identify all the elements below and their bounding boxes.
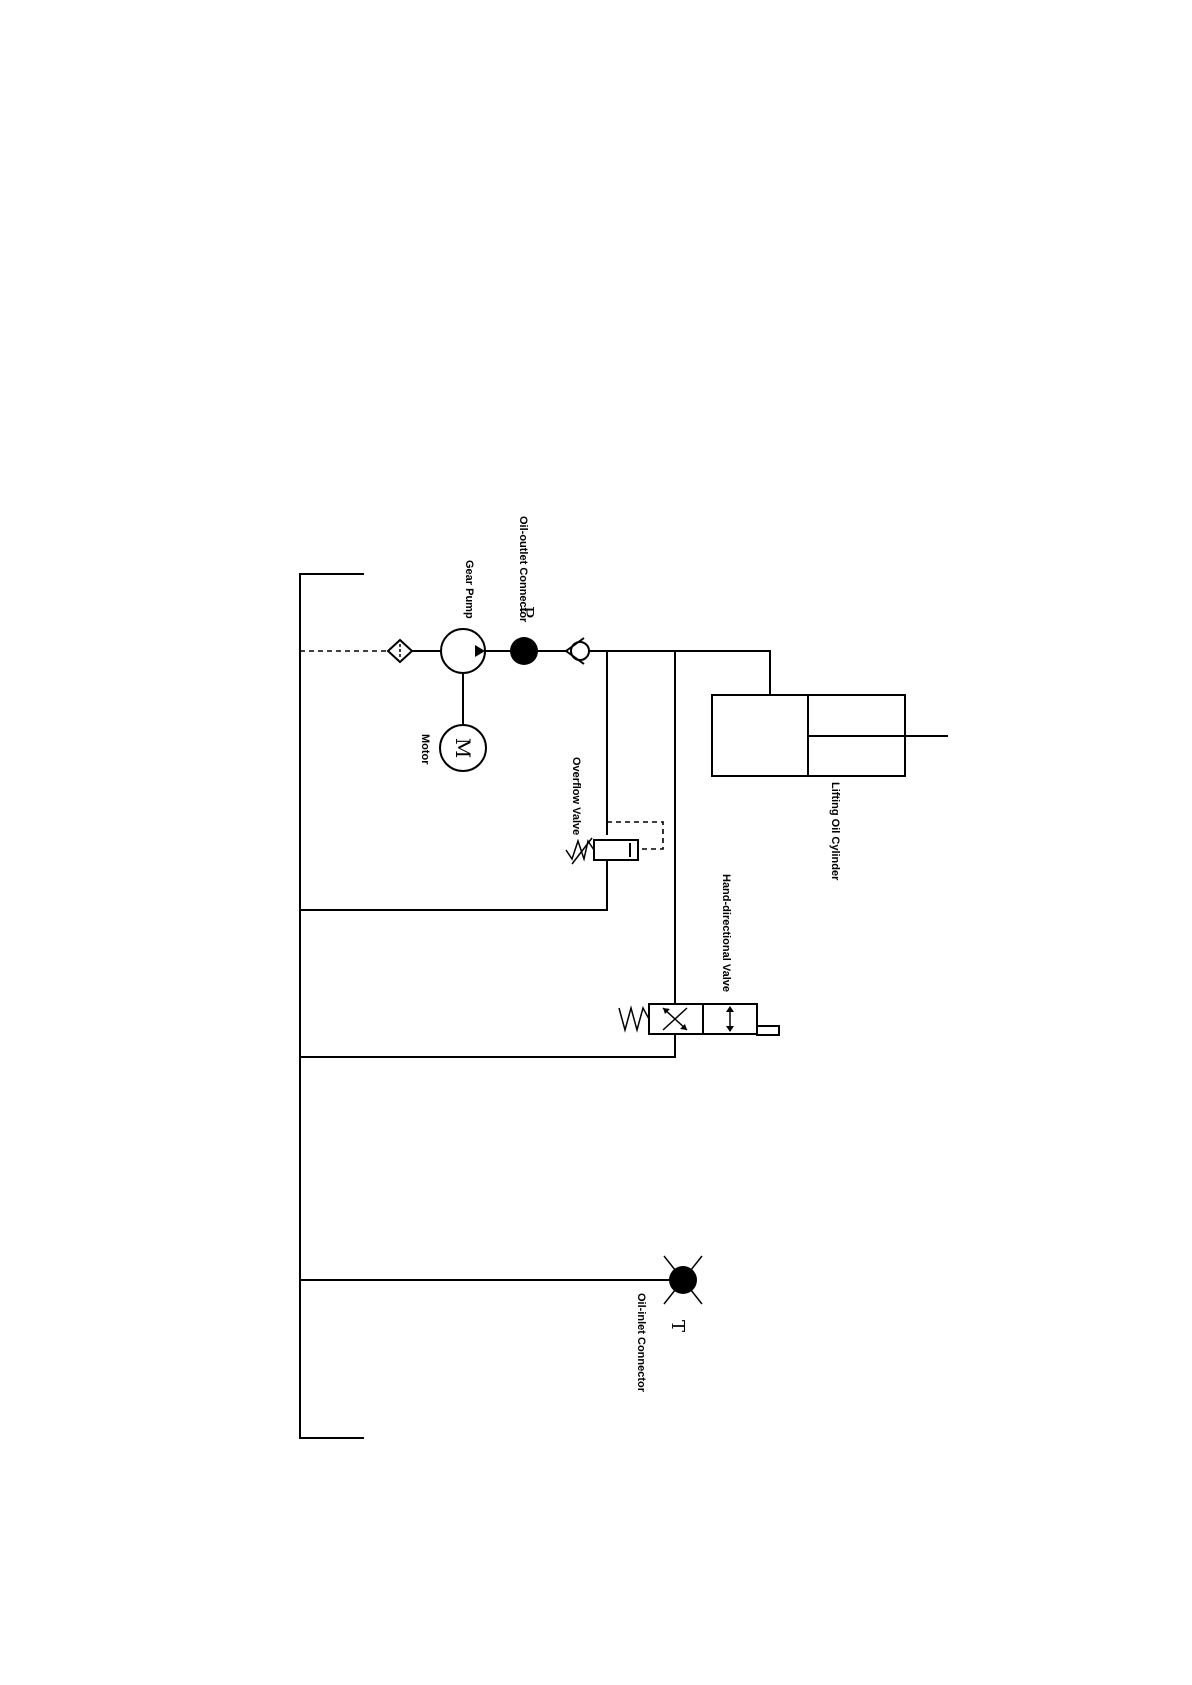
oil-outlet-connector-icon: [510, 637, 538, 665]
gear-pump-icon: [441, 629, 485, 673]
lifting-cylinder-icon: [712, 695, 948, 776]
overflow-valve-label: Overflow Valve: [570, 757, 582, 835]
main-pressure-line: [589, 651, 770, 695]
overflow-return-line: [300, 860, 607, 910]
port-t-label: T: [667, 1320, 688, 1332]
lifting-cylinder-label: Lifting Oil Cylinder: [829, 782, 841, 881]
motor-symbol: M: [451, 738, 475, 758]
check-valve-icon: [566, 638, 589, 664]
motor-icon: M: [440, 725, 486, 771]
hand-valve-label: Hand-directional Valve: [720, 874, 732, 992]
oil-inlet-connector-icon: [664, 1256, 702, 1304]
motor-label: Motor: [419, 734, 431, 765]
hand-directional-valve-icon: [619, 1004, 779, 1035]
gear-pump-label: Gear Pump: [463, 560, 475, 619]
port-p-label: P: [516, 606, 537, 618]
filter-icon: [388, 640, 412, 662]
tank-return-line: [300, 574, 364, 1438]
hand-valve-return-line: [300, 1034, 675, 1057]
oil-inlet-label: Oil-inlet Connector: [635, 1293, 647, 1393]
